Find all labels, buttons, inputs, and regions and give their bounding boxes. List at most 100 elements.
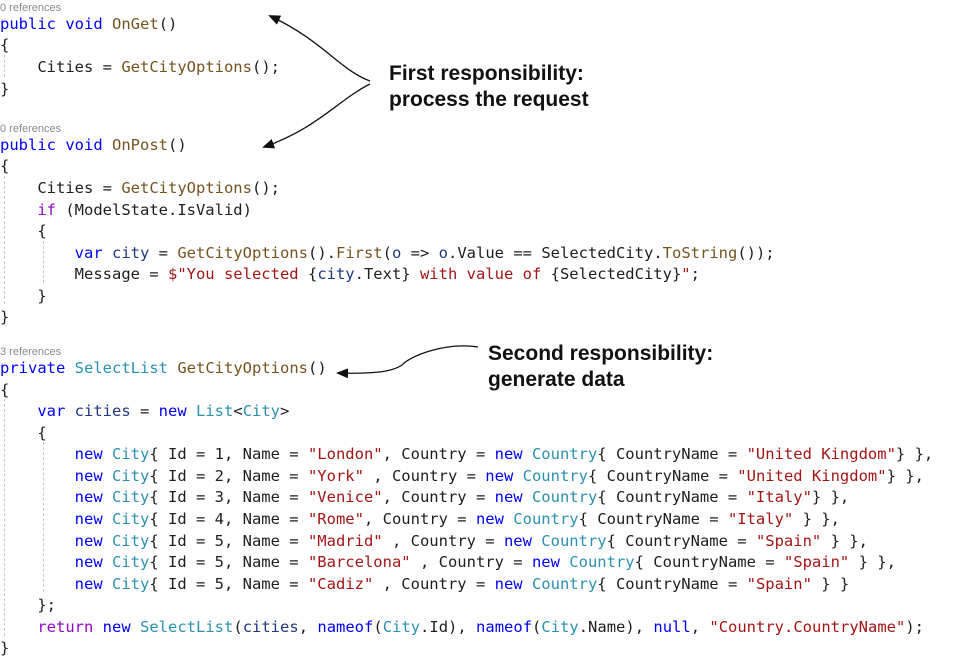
- code-line: {: [0, 35, 9, 55]
- code-token-string: ": [681, 265, 691, 283]
- code-token-keyword: new: [74, 445, 103, 463]
- code-token-param: cities: [242, 618, 299, 636]
- code-token-keyword: void: [65, 136, 103, 154]
- code-token-keyword: new: [503, 532, 532, 550]
- code-token-param: city: [317, 265, 355, 283]
- code-token-plain: }: [0, 639, 10, 657]
- code-token-type: City: [112, 488, 150, 506]
- code-token-plain: } },: [886, 467, 924, 485]
- code-token-string: "Rome": [307, 510, 364, 528]
- indent-guide: [4, 55, 5, 77]
- code-token-keyword: new: [158, 402, 187, 420]
- code-token-plain: , Country =: [382, 445, 495, 463]
- code-token-plain: };: [0, 596, 56, 614]
- indent-guide: [43, 241, 44, 283]
- code-token-plain: } }: [811, 575, 850, 593]
- code-token-plain: { CountryName =: [606, 532, 756, 550]
- code-token-method: ToString: [662, 244, 738, 262]
- code-token-keyword: new: [74, 532, 103, 550]
- code-token-keyword: null: [653, 618, 691, 636]
- code-token-keyword: var: [37, 402, 66, 420]
- code-token-string: "United Kingdom": [746, 445, 896, 463]
- code-token-plain: .Value == SelectedCity.: [448, 244, 663, 262]
- code-token-plain: { Id = 5, Name =: [149, 532, 308, 550]
- code-token-plain: .Text}: [354, 265, 411, 283]
- code-token-plain: { CountryName =: [597, 575, 747, 593]
- code-token-type: City: [382, 618, 421, 636]
- code-line: }: [0, 79, 9, 99]
- code-token-plain: {: [0, 157, 10, 175]
- indent-guide: [4, 399, 5, 636]
- code-token-type: Country: [531, 488, 598, 506]
- code-token-plain: <: [233, 402, 243, 420]
- code-token-param: cities: [74, 402, 131, 420]
- code-line: public void OnPost(): [0, 135, 187, 155]
- code-token-method: GetCityOptions: [121, 179, 252, 197]
- code-line: private SelectList GetCityOptions(): [0, 358, 327, 378]
- arrow-to-onpost: [262, 83, 371, 149]
- code-line: }: [0, 307, 9, 327]
- code-token-string: "Spain": [783, 553, 850, 571]
- code-token-keyword: new: [485, 467, 514, 485]
- code-token-plain: , Country =: [410, 553, 532, 571]
- code-token-plain: {: [0, 36, 10, 54]
- code-token-plain: { CountryName =: [597, 445, 747, 463]
- reference-count[interactable]: 0 references: [0, 123, 62, 135]
- code-line: new City{ Id = 5, Name = "Cadiz" , Count…: [0, 574, 850, 594]
- code-token-param: city: [112, 244, 150, 262]
- code-token-method: GetCityOptions: [177, 244, 308, 262]
- code-line: new City{ Id = 3, Name = "Venice", Count…: [0, 487, 850, 507]
- code-line: if (ModelState.IsValid): [0, 200, 252, 220]
- code-token-string: "Cadiz": [307, 575, 374, 593]
- code-token-plain: (: [233, 618, 243, 636]
- code-token-keyword: new: [494, 445, 523, 463]
- code-token-string: "York": [307, 467, 364, 485]
- code-token-type: City: [112, 467, 150, 485]
- code-token-method: OnGet: [112, 15, 159, 33]
- code-token-string: "Venice": [307, 488, 383, 506]
- reference-count[interactable]: 3 references: [0, 346, 62, 358]
- code-token-keyword: new: [74, 467, 103, 485]
- code-token-plain: (: [532, 618, 542, 636]
- code-token-string: $"You selected: [167, 265, 308, 283]
- code-token-type: Country: [513, 510, 579, 528]
- code-token-string: "Barcelona": [307, 553, 411, 571]
- code-token-plain: , Country =: [382, 488, 495, 506]
- code-token-plain: >: [280, 402, 290, 420]
- code-token-plain: {: [307, 265, 318, 283]
- code-line: return new SelectList(cities, nameof(Cit…: [0, 617, 924, 637]
- code-line: {: [0, 221, 47, 241]
- code-line: {: [0, 423, 46, 443]
- code-token-type: Country: [569, 553, 635, 571]
- code-token-param: o: [392, 244, 402, 262]
- code-token-plain: Message =: [0, 265, 168, 283]
- code-token-keyword: nameof: [476, 618, 533, 636]
- code-token-string: "Italy": [746, 488, 812, 506]
- code-token-plain: { CountryName =: [587, 467, 738, 485]
- code-line: new City{ Id = 2, Name = "York" , Countr…: [0, 466, 924, 486]
- code-token-plain: }: [0, 287, 47, 305]
- code-token-plain: {: [0, 381, 10, 399]
- code-token-plain: }: [0, 80, 10, 98]
- code-token-plain: { Id = 5, Name =: [149, 575, 308, 593]
- code-token-plain: } },: [821, 532, 868, 550]
- code-token-plain: ();: [251, 179, 280, 197]
- code-token-type: Country: [522, 467, 588, 485]
- code-token-keyword: new: [494, 575, 523, 593]
- code-token-type: Country: [541, 532, 607, 550]
- code-token-control: return: [37, 618, 94, 636]
- code-token-plain: Cities =: [0, 58, 122, 76]
- code-token-method: First: [335, 244, 383, 262]
- reference-count[interactable]: 0 references: [0, 2, 62, 14]
- code-token-method: GetCityOptions: [177, 359, 308, 377]
- code-line: {: [0, 156, 9, 176]
- code-token-plain: ().: [307, 244, 336, 262]
- code-token-type: City: [242, 402, 281, 420]
- code-token-plain: (): [168, 136, 187, 154]
- annotation-line: Second responsibility:: [488, 342, 714, 365]
- arrow-to-onget: [268, 15, 371, 82]
- code-token-type: City: [541, 618, 579, 636]
- code-line: new City{ Id = 4, Name = "Rome", Country…: [0, 509, 840, 529]
- code-token-plain: {: [0, 222, 47, 240]
